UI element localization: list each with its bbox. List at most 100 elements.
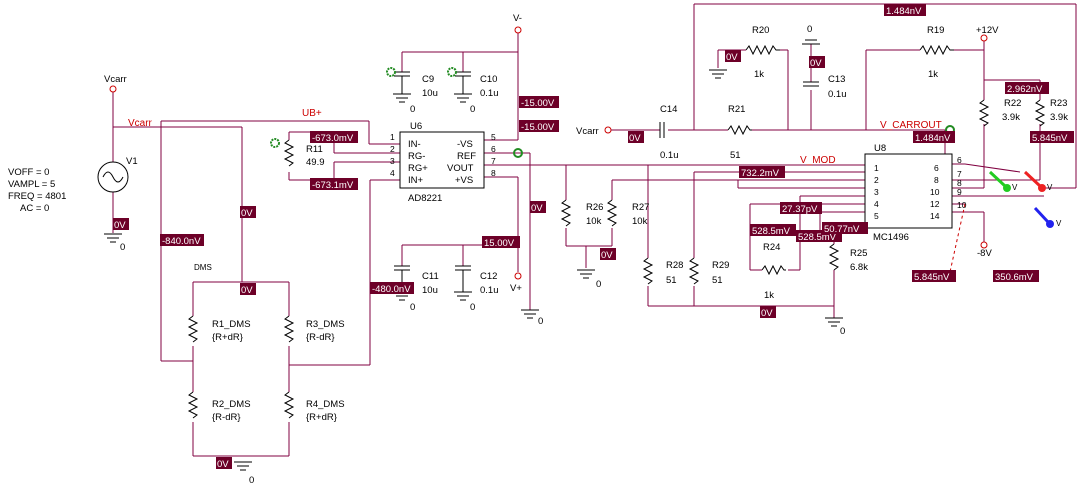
v-840: -840.0nV xyxy=(162,236,201,247)
voltage-labels: 1.484nV -673.0mV -673.1mV -15.00V -15.00… xyxy=(113,4,1074,470)
net-v-plus: V+ xyxy=(510,283,522,294)
v-0-r26: 0V xyxy=(601,250,613,261)
marker-c9[interactable] xyxy=(386,67,396,77)
probe-red-label: V xyxy=(1047,183,1053,192)
v1-label: V1 xyxy=(126,156,138,167)
u8-out-9: 9 xyxy=(957,187,962,197)
marker-c10[interactable] xyxy=(447,67,457,77)
u6-pin-vout: VOUT xyxy=(447,163,474,174)
u8-in-5: 5 xyxy=(874,211,879,221)
v-carrout: 1.484nV xyxy=(915,133,951,144)
gnd-label-1: 0 xyxy=(120,242,125,253)
marker-r11[interactable] xyxy=(270,138,280,148)
net-v-minus: V- xyxy=(513,13,522,24)
v-p15: 15.00V xyxy=(484,238,515,249)
v-0-c13: 0V xyxy=(810,58,822,69)
u8-in-1: 1 xyxy=(874,163,879,173)
marker-u6-ref[interactable] xyxy=(513,148,523,158)
v1-param-freq: FREQ = 4801 xyxy=(8,191,66,202)
u6-num-1: 1 xyxy=(390,132,395,142)
v-3506: 350.6mV xyxy=(995,272,1034,283)
r2-name: R2_DMS xyxy=(212,399,251,410)
c12-value: 0.1u xyxy=(480,285,499,296)
u6-num-7: 7 xyxy=(491,156,496,166)
u6-pin-plus-vs: +VS xyxy=(455,175,473,186)
u6-pin-rg-plus: RG+ xyxy=(408,163,428,174)
v-5285b: 528.5mV xyxy=(798,232,837,243)
r20-value: 1k xyxy=(754,69,764,80)
u6-ad8221[interactable]: IN- RG- RG+ IN+ -VS REF VOUT +VS xyxy=(399,131,485,189)
r3-name: R3_DMS xyxy=(306,319,345,330)
net-minus8: -8V xyxy=(977,248,992,259)
r25-value: 6.8k xyxy=(850,262,868,273)
v-0-bridge-node: 0V xyxy=(241,285,253,296)
r19-value: 1k xyxy=(928,69,938,80)
r26-name: R26 xyxy=(586,202,603,213)
u8-model-label: MC1496 xyxy=(873,232,909,243)
vcarr2-terminal[interactable] xyxy=(604,126,612,134)
u8-out-8: 8 xyxy=(957,178,962,188)
v-0-ref: 0V xyxy=(531,203,543,214)
r1-name: R1_DMS xyxy=(212,319,251,330)
v-5077: 50.77nV xyxy=(824,224,860,235)
c10-value: 0.1u xyxy=(480,88,499,99)
plus12-terminal[interactable] xyxy=(980,34,988,42)
v1-param-voff: VOFF = 0 xyxy=(8,167,49,178)
v-2737: 27.37pV xyxy=(782,204,818,215)
v-480: -480.0nV xyxy=(372,284,411,295)
probe-blue[interactable] xyxy=(1033,206,1050,224)
probe-green[interactable] xyxy=(988,170,1007,188)
u8-out-10: 10 xyxy=(957,200,967,210)
v-5285a: 528.5mV xyxy=(752,226,791,237)
r20-name: R20 xyxy=(752,25,769,36)
r1-value: {R+dR} xyxy=(212,332,243,343)
r21-name: R21 xyxy=(728,104,745,115)
r2-value: {R-dR} xyxy=(212,412,241,423)
r24-name: R24 xyxy=(763,242,780,253)
voltage-probes[interactable] xyxy=(988,170,1054,228)
c10-name: C10 xyxy=(480,74,497,85)
c9-value: 10u xyxy=(422,88,438,99)
v-ub1: -673.0mV xyxy=(312,133,354,144)
u6-ref-label: U6 xyxy=(410,121,422,132)
net-ub-plus: UB+ xyxy=(302,108,322,119)
u6-num-8: 8 xyxy=(491,168,496,178)
probe-red[interactable] xyxy=(1023,170,1042,188)
v-0-carr: 0V xyxy=(629,133,641,144)
v-plus-terminal[interactable] xyxy=(514,272,522,280)
u8-out-6: 6 xyxy=(957,155,962,165)
gnd-label-4: 0 xyxy=(470,104,475,115)
v-m15a: -15.00V xyxy=(521,98,555,109)
u8-mc1496[interactable] xyxy=(864,153,953,229)
net-v-mod: V_MOD xyxy=(800,155,836,166)
vcarr-node-label: Vcarr xyxy=(104,74,127,85)
probe-blue-label: V xyxy=(1056,219,1062,228)
v-minus-terminal[interactable] xyxy=(514,26,522,34)
vcarr-terminal[interactable] xyxy=(109,85,117,93)
r23-name: R23 xyxy=(1050,98,1067,109)
gnd-label-5: 0 xyxy=(410,302,415,313)
u6-pin-in-plus: IN+ xyxy=(408,175,424,186)
v-top: 1.484nV xyxy=(886,6,922,17)
u6-num-6: 6 xyxy=(491,144,496,154)
gnd-label-10: 0 xyxy=(807,24,812,35)
u6-pin-rg-minus: RG- xyxy=(408,151,425,162)
r11-name: R11 xyxy=(306,144,323,155)
source-v1[interactable] xyxy=(97,85,129,193)
r11-value: 49.9 xyxy=(306,157,325,168)
r29-value: 51 xyxy=(712,275,723,286)
v-0-r20: 0V xyxy=(726,52,738,63)
u6-num-3: 3 xyxy=(390,156,395,166)
r27-value: 10k xyxy=(632,216,648,227)
net-vcarr-2: Vcarr xyxy=(576,126,599,137)
r24-value: 1k xyxy=(764,290,774,301)
u8-out-7: 7 xyxy=(957,169,962,179)
u8-int-8: 8 xyxy=(934,175,939,185)
u6-num-4: 4 xyxy=(390,168,395,178)
r25-name: R25 xyxy=(850,248,867,259)
gnd-label-3: 0 xyxy=(410,104,415,115)
v-732: 732.2mV xyxy=(741,168,780,179)
minus8-terminal[interactable] xyxy=(980,241,988,249)
